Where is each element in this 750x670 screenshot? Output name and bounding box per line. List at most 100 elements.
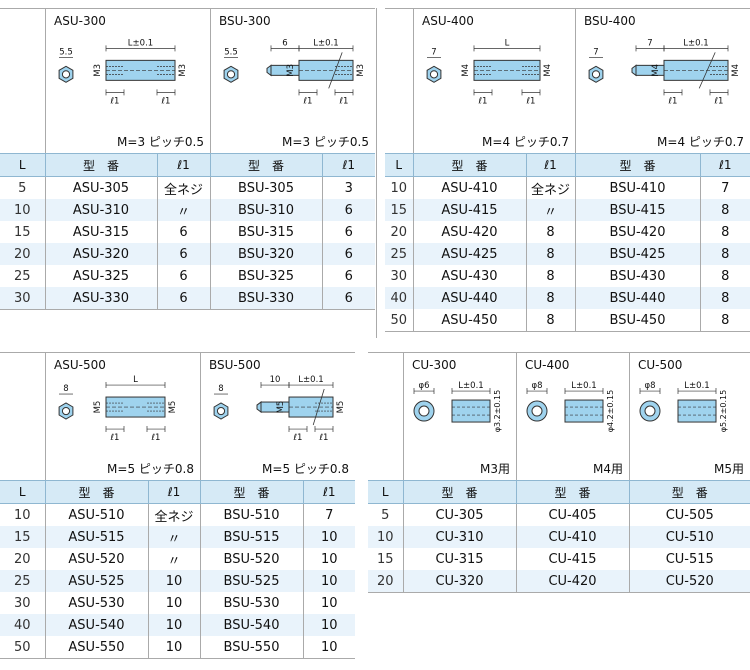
diagram-model-name: ASU-400: [422, 14, 474, 28]
diagram-model-name: CU-400: [525, 358, 570, 372]
thread-hole-shape: [216, 406, 226, 416]
stud-length-label: 6: [282, 38, 287, 48]
diagram-caption: M=5 ピッチ0.8: [107, 462, 194, 476]
table-cell: 8: [699, 243, 750, 265]
length-cell: 50: [385, 309, 413, 332]
length-cell: 15: [0, 526, 45, 548]
table-cell: BSU-320: [209, 243, 322, 265]
thread-depth-label: ℓ1: [110, 433, 120, 443]
table-cell: BSU-515: [199, 526, 303, 548]
length-label: L±0.1: [313, 38, 338, 48]
length-cell: 20: [0, 243, 45, 265]
table-cell: 10: [147, 636, 200, 659]
thread-hole-shape: [226, 70, 236, 79]
table-cell: 7: [699, 176, 750, 199]
table-cell: 10: [302, 636, 355, 659]
table-cell: ASU-415: [412, 199, 526, 221]
length-cell: 5: [381, 507, 390, 523]
table-cell: ASU-310: [44, 199, 157, 221]
collar-hole: [418, 405, 430, 417]
table-cell: ASU-410: [412, 176, 526, 199]
table-cell: CU-405: [515, 503, 629, 526]
thread-depth-label: ℓ1: [478, 96, 488, 106]
table-cell: BSU-325: [209, 265, 322, 287]
spacer-body-shape: [105, 59, 176, 81]
thread-size-label: M3: [93, 64, 103, 77]
diagram-model-name: BSU-400: [584, 14, 636, 28]
section-line: [698, 52, 716, 89]
section-line: [312, 388, 325, 426]
stud-tip-shape: [256, 401, 262, 414]
stud-tip-shape: [266, 64, 272, 77]
length-label: L: [505, 38, 510, 48]
column-header: ℓ1: [147, 480, 200, 504]
table-cell: ASU-325: [44, 265, 157, 287]
length-label: L: [133, 375, 138, 385]
outer-diameter-label: φ6: [418, 381, 429, 391]
diagram-caption: M=5 ピッチ0.8: [262, 462, 349, 476]
inner-diameter-label: φ5.2±0.15: [719, 390, 728, 433]
thread-depth-label: ℓ1: [293, 433, 303, 443]
table-cell: 3: [321, 176, 375, 199]
table-cell: 6: [321, 199, 375, 221]
collar-hole: [531, 405, 543, 417]
length-cell: 50: [0, 636, 45, 659]
length-label: L±0.1: [571, 381, 596, 391]
table-cell: CU-310: [402, 526, 516, 548]
table-cell: 6: [156, 221, 210, 243]
table-cell: BSU-520: [199, 548, 303, 570]
table-cell: 全ネジ: [525, 176, 575, 199]
table-cell: BSU-420: [574, 221, 700, 243]
thread-size-label: M5: [93, 401, 103, 414]
table-cell: CU-320: [402, 570, 516, 593]
table-cell: 6: [321, 287, 375, 310]
thread-depth-label: ℓ1: [339, 96, 349, 106]
table-cell: 7: [302, 503, 355, 526]
column-header: 型 番: [44, 480, 148, 504]
table-cell: ASU-530: [44, 592, 148, 614]
table-cell: ASU-330: [44, 287, 157, 310]
length-cell: 10: [368, 526, 403, 548]
length-cell: 30: [0, 287, 45, 310]
table-cell: BSU-430: [574, 265, 700, 287]
table-cell: ASU-540: [44, 614, 148, 636]
diagram-caption: M=4 ピッチ0.7: [657, 135, 744, 149]
thread-depth-label: ℓ1: [668, 96, 678, 106]
column-header: 型 番: [412, 153, 526, 177]
table-cell: ASU-515: [44, 526, 148, 548]
table-cell: 8: [525, 221, 575, 243]
stud-length-label: 10: [270, 375, 281, 385]
table-cell: BSU-440: [574, 287, 700, 309]
column-header: 型 番: [628, 480, 750, 504]
column-header: L: [385, 153, 413, 177]
table-cell: ASU-510: [44, 503, 148, 526]
column-header: ℓ1: [156, 153, 210, 177]
table-cell: ASU-305: [44, 176, 157, 199]
thread-size-label: M5: [276, 401, 286, 414]
thread-hole-shape: [61, 70, 71, 79]
table-cell: 10: [302, 614, 355, 636]
table-cell: ASU-420: [412, 221, 526, 243]
table-cell: ASU-525: [44, 570, 148, 592]
table-cell: CU-315: [402, 548, 516, 570]
table-cell: BSU-330: [209, 287, 322, 310]
table-cell: 8: [699, 199, 750, 221]
thread-size-label: M4: [543, 64, 553, 77]
hex-size-label: 8: [63, 384, 68, 394]
thread-depth-label: ℓ1: [319, 433, 329, 443]
table-cell: CU-510: [628, 526, 750, 548]
diagram-model-name: BSU-500: [209, 358, 261, 372]
hex-size-label: 7: [431, 47, 436, 57]
thread-depth-label: ℓ1: [303, 96, 313, 106]
